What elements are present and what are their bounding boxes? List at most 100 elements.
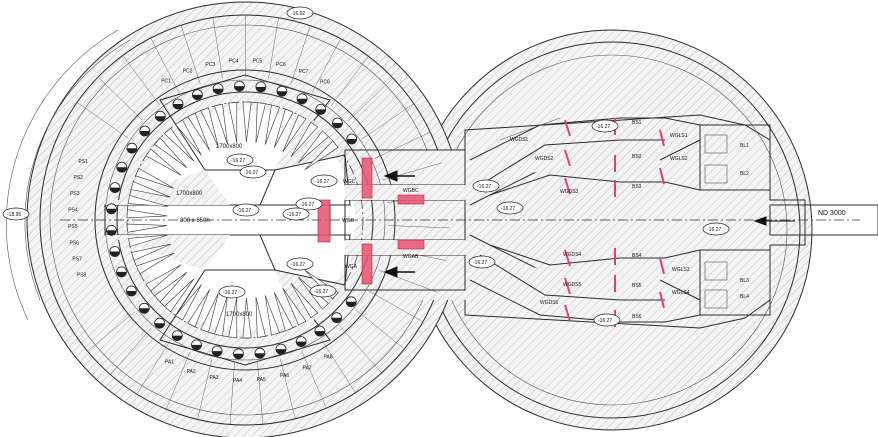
branch-channels xyxy=(469,117,878,323)
inlet-fin xyxy=(130,181,171,198)
outlet-label: WGDS5 xyxy=(563,282,582,288)
left-inlet-fins xyxy=(126,167,175,275)
level-bubble-left: -18.95 xyxy=(2,207,30,221)
level-value: -16.27 xyxy=(314,289,328,295)
gate-markers xyxy=(317,118,665,327)
outlet-label: WGDS4 xyxy=(563,252,582,258)
level-value: -16.27 xyxy=(223,290,237,296)
inlet-fin xyxy=(290,282,319,319)
inlet-fin xyxy=(200,293,219,333)
inlet-fin xyxy=(214,295,228,337)
inlet-fin xyxy=(242,297,252,339)
ring-label: PS3 xyxy=(70,191,80,197)
bl-label: BL4 xyxy=(740,294,749,300)
inlet-fin xyxy=(135,167,174,189)
neck-wall xyxy=(420,150,470,300)
side-label: WGLS1 xyxy=(670,133,688,139)
right-chamber xyxy=(411,29,813,431)
inlet-fin xyxy=(214,103,228,145)
ring-label: PS5 xyxy=(68,224,78,230)
level-value: -16.27 xyxy=(300,202,314,208)
sluice-label: BS2 xyxy=(632,154,642,160)
bl-label: BL3 xyxy=(740,278,749,284)
level-bubble: -16.27 xyxy=(472,179,500,193)
pipe-label: ND 3000 xyxy=(818,210,846,217)
inlet-fin xyxy=(290,121,319,158)
ring-label: PS6 xyxy=(70,241,80,247)
level-value: -16.27 xyxy=(596,124,610,130)
ring-label: PA3 xyxy=(210,375,219,381)
gate-label: WGA xyxy=(345,264,358,270)
outlet-label: WGDS2 xyxy=(535,156,554,162)
level-bubble: -16.27 xyxy=(468,255,496,269)
inlet-fin xyxy=(255,297,266,338)
level-value: -16.27 xyxy=(291,262,305,268)
ring-label: PC1 xyxy=(161,79,171,85)
inlet-fin xyxy=(228,297,238,339)
bl-label: BL1 xyxy=(740,143,749,149)
inlet-fin xyxy=(154,271,188,303)
inlet-fin xyxy=(126,223,168,233)
inlet-fin xyxy=(273,292,294,332)
chamber-label-upper: 1700x800 xyxy=(216,144,243,150)
sluice-label: BS1 xyxy=(632,120,642,126)
level-bubbles: -16.27-16.27-16.27-16.27-16.27-16.27-16.… xyxy=(218,119,621,327)
inlet-fin xyxy=(164,127,195,162)
ring-label: PC3 xyxy=(205,62,215,68)
inlet-fin xyxy=(200,107,219,147)
upper-inlet-fins xyxy=(145,101,339,176)
level-bubble: -16.27 xyxy=(310,174,338,188)
level-bubble: -16.27 xyxy=(309,284,337,298)
inlet-fin xyxy=(127,195,169,207)
flow-arrows xyxy=(383,170,795,278)
flow-arrow-inflow xyxy=(753,216,767,226)
inlet-fin xyxy=(228,101,238,143)
inlet-fin xyxy=(242,101,252,143)
gate-label: WGB xyxy=(342,218,355,224)
ring-label: PS8 xyxy=(77,273,87,279)
level-bubble: -16.27 xyxy=(593,313,621,327)
level-bubble: -16.07 xyxy=(239,165,267,179)
level-value: -16.27 xyxy=(501,206,515,212)
flow-arrow-lower xyxy=(383,266,398,278)
bl-label: BL2 xyxy=(740,171,749,177)
inlet-fin xyxy=(282,288,307,326)
side-label: WGLS2 xyxy=(670,156,688,162)
gate-label: WGAB xyxy=(403,254,419,260)
inlet-fin xyxy=(304,140,339,171)
ring-label: PA8 xyxy=(324,354,333,360)
level-bubble-top: -16.92 xyxy=(286,6,314,20)
gate-label: WGBC xyxy=(403,188,419,194)
ring-label: PA1 xyxy=(165,359,174,365)
inlet-fin xyxy=(154,137,188,169)
chamber-label-middle: 1700x800 xyxy=(176,191,203,197)
sluice-label: BS3 xyxy=(632,184,642,190)
ring-label: PA2 xyxy=(187,369,196,375)
inlet-fin xyxy=(175,119,202,156)
inlet-fin xyxy=(145,264,182,292)
inlet-fin xyxy=(187,112,210,151)
level-value: -16.27 xyxy=(598,318,612,324)
ring-label: PA6 xyxy=(280,373,289,379)
flow-arrow-upper xyxy=(383,170,398,182)
inlet-fin xyxy=(175,284,202,321)
level-bubble: -16.27 xyxy=(282,207,310,221)
ring-label: PS7 xyxy=(72,257,82,263)
left-chamber xyxy=(5,1,464,437)
svg-text:-16.27: -16.27 xyxy=(707,227,721,233)
side-label: WGLS4 xyxy=(672,290,690,296)
level-value: -16.27 xyxy=(231,158,245,164)
ring-label: PA5 xyxy=(257,377,266,383)
level-value: -16.07 xyxy=(244,170,258,176)
outlet-label: WGDS6 xyxy=(540,300,559,306)
channels xyxy=(60,149,860,291)
gate-label: WGC xyxy=(343,179,356,185)
side-label: WGLS3 xyxy=(672,267,690,273)
inlet-fin xyxy=(264,295,280,336)
ring-label: PC6 xyxy=(276,62,286,68)
ring-label: PC4 xyxy=(229,58,239,64)
inlet-fin xyxy=(128,234,169,247)
outlet-label: WGDS1 xyxy=(510,137,529,143)
ring-label: PC7 xyxy=(299,69,309,75)
